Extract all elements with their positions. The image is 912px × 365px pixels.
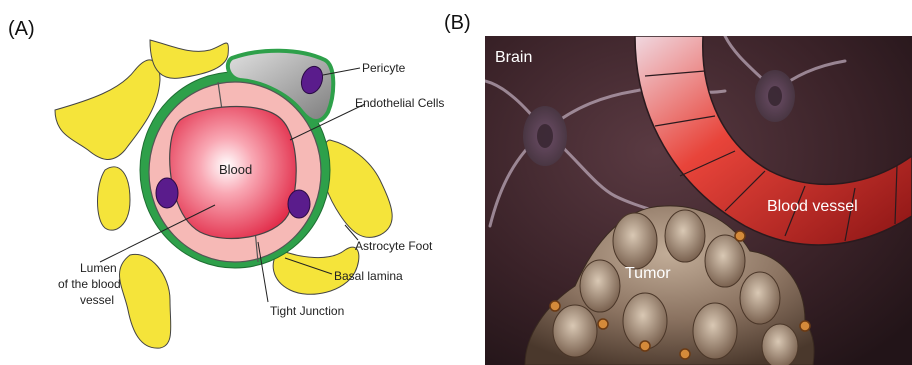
astrocyte-foot-right (321, 140, 392, 237)
bbb-schematic: Pericyte Endothelial Cells Blood Astrocy… (0, 0, 470, 365)
label-endothelial-cells: Endothelial Cells (355, 96, 444, 110)
label-tight-junction: Tight Junction (270, 304, 344, 318)
endothelial-nucleus-left (156, 178, 178, 208)
label-tumor: Tumor (625, 265, 671, 282)
label-lumen-2: of the blood (58, 277, 121, 291)
label-brain: Brain (495, 49, 532, 66)
label-lumen-1: Lumen (80, 261, 117, 275)
label-blood: Blood (219, 162, 252, 177)
label-basal-lamina: Basal lamina (334, 269, 403, 283)
label-astrocyte-foot: Astrocyte Foot (355, 239, 433, 253)
label-pericyte: Pericyte (362, 61, 406, 75)
tumor-illustration: Brain Blood vessel Tumor (485, 36, 912, 365)
label-lumen-3: vessel (80, 293, 114, 307)
label-blood-vessel: Blood vessel (767, 198, 858, 215)
astrocyte-foot-top (150, 40, 228, 78)
astrocyte-foot-bottom-left (120, 254, 171, 348)
endothelial-nucleus-right (288, 190, 310, 218)
astrocyte-foot-left (98, 167, 131, 230)
